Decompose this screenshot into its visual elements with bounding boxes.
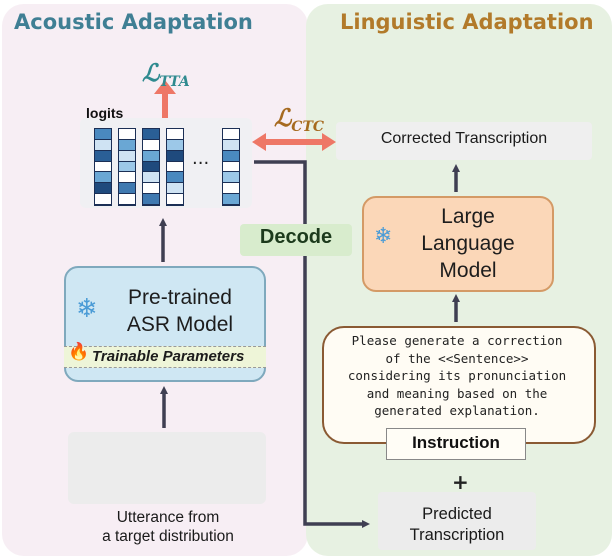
snowflake-icon: ❄ xyxy=(374,224,393,249)
loss-tta-subscript: TTA xyxy=(159,74,190,90)
decode-path xyxy=(254,160,370,528)
logit-cell xyxy=(95,139,111,151)
instruction-text: Please generate a correction of the <<Se… xyxy=(322,332,592,420)
loss-tta: ℒTTA xyxy=(142,58,190,90)
logit-cell xyxy=(95,172,111,184)
predicted-transcription-label: Predicted Transcription xyxy=(378,504,536,546)
logit-cell xyxy=(143,194,159,205)
logit-cell xyxy=(167,150,183,162)
acoustic-adaptation-title: Acoustic Adaptation xyxy=(14,10,253,34)
corrected-transcription-label: Corrected Transcription xyxy=(380,130,548,147)
asr-model-line1: Pre-trained xyxy=(128,286,232,309)
logit-cell xyxy=(143,139,159,151)
plus-sign: + xyxy=(452,470,469,494)
predicted-line2: Transcription xyxy=(409,526,505,544)
logit-cell xyxy=(119,129,135,140)
instruction-bubble xyxy=(322,326,596,444)
logit-cell xyxy=(143,150,159,162)
decode-box xyxy=(240,224,352,256)
utterance-label: Utterance from a target distribution xyxy=(50,508,286,546)
utterance-line2: a target distribution xyxy=(102,528,234,545)
logit-cell xyxy=(119,194,135,205)
logit-cell xyxy=(167,194,183,205)
logit-cell xyxy=(143,183,159,195)
llm-line1: Large xyxy=(441,205,495,228)
llm-line2: Language xyxy=(421,232,515,255)
llm-box xyxy=(362,196,554,292)
decode-label: Decode xyxy=(259,226,333,248)
logit-cell xyxy=(223,183,239,195)
fire-icon: 🔥 xyxy=(68,342,90,362)
loss-ctc-subscript: CTC xyxy=(291,119,324,135)
logit-cell xyxy=(223,161,239,173)
logit-cell xyxy=(167,139,183,151)
instruction-line: Please generate a correction xyxy=(351,333,563,348)
instruction-tag xyxy=(386,428,526,460)
logit-cell xyxy=(95,150,111,162)
instruction-line: generated explanation. xyxy=(374,403,540,418)
loss-ctc-symbol: ℒ xyxy=(274,103,292,132)
logit-cell xyxy=(223,172,239,184)
logit-cell xyxy=(167,129,183,140)
trainable-parameters-strip xyxy=(64,346,266,368)
llm-line3: Model xyxy=(439,259,497,282)
logit-cell xyxy=(223,194,239,205)
instruction-label: Instruction xyxy=(412,433,500,452)
trainable-parameters-label: Trainable Parameters xyxy=(92,348,245,365)
logit-cell xyxy=(223,129,239,140)
logit-cell xyxy=(223,150,239,162)
logit-cell xyxy=(119,139,135,151)
logit-cell xyxy=(143,172,159,184)
logit-cell xyxy=(143,161,159,173)
logit-column xyxy=(118,128,136,206)
logit-cell xyxy=(119,183,135,195)
logit-cell xyxy=(95,129,111,140)
waveform-box xyxy=(68,432,266,504)
logit-cell xyxy=(95,183,111,195)
logit-column xyxy=(142,128,160,206)
logit-cell xyxy=(167,161,183,173)
logit-cell xyxy=(223,139,239,151)
logit-cell xyxy=(119,150,135,162)
logit-cell xyxy=(167,183,183,195)
instruction-line: of the <<Sentence>> xyxy=(385,350,529,366)
logit-cell xyxy=(143,129,159,140)
logit-column xyxy=(166,128,184,206)
logit-cell xyxy=(119,161,135,173)
logit-column xyxy=(94,128,112,206)
llm-label: Large Language Model xyxy=(398,203,538,284)
instruction-line: and meaning based on the xyxy=(366,385,548,401)
logit-cell xyxy=(95,161,111,173)
loss-tta-symbol: ℒ xyxy=(142,58,160,87)
predicted-line1: Predicted xyxy=(422,505,492,523)
asr-model-label: Pre-trained ASR Model xyxy=(110,284,250,338)
snowflake-icon: ❄ xyxy=(76,294,98,324)
logits-ellipsis: ... xyxy=(192,148,210,169)
corrected-transcription-box xyxy=(336,122,592,160)
logit-cell xyxy=(119,172,135,184)
linguistic-adaptation-title: Linguistic Adaptation xyxy=(340,10,594,34)
logit-cell xyxy=(167,172,183,184)
predicted-transcription-box xyxy=(378,492,536,550)
logits-label: logits xyxy=(86,105,124,121)
logit-column xyxy=(222,128,240,206)
logit-cell xyxy=(95,194,111,205)
instruction-line: considering its pronunciation xyxy=(347,368,567,383)
asr-model-line2: ASR Model xyxy=(126,313,234,336)
loss-ctc: ℒCTC xyxy=(274,103,324,135)
utterance-line1: Utterance from xyxy=(116,509,220,526)
